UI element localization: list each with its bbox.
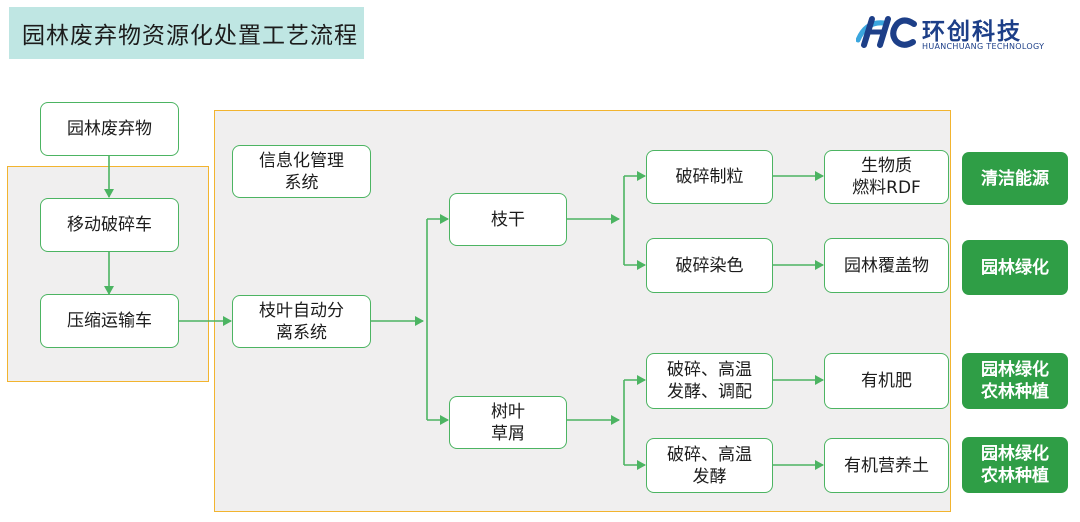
node-compress-truck: 压缩运输车: [40, 294, 179, 348]
node-mobile-crusher: 移动破碎车: [40, 198, 179, 252]
node-waste: 园林废弃物: [40, 102, 179, 156]
node-nutrient-soil: 有机营养土: [824, 438, 949, 493]
node-crush-ferment: 破碎、高温 发酵: [646, 438, 773, 493]
outcome-greening-farming-1: 园林绿化 农林种植: [962, 353, 1068, 409]
node-leaves: 树叶 草屑: [449, 396, 567, 449]
node-crush-ferment-blend: 破碎、高温 发酵、调配: [646, 353, 773, 409]
node-info-system: 信息化管理 系统: [232, 145, 371, 198]
logo-name-en: HUANCHUANG TECHNOLOGY: [922, 42, 1045, 51]
page-title: 园林废弃物资源化处置工艺流程: [9, 7, 364, 59]
outcome-greening-farming-2: 园林绿化 农林种植: [962, 437, 1068, 493]
node-crush-dye: 破碎染色: [646, 238, 773, 293]
node-auto-sort: 枝叶自动分 离系统: [232, 295, 371, 348]
company-logo: 环创科技 HUANCHUANG TECHNOLOGY: [856, 10, 1056, 56]
hc-logo-icon: [856, 16, 917, 48]
outcome-greening: 园林绿化: [962, 240, 1068, 295]
node-mulch: 园林覆盖物: [824, 238, 949, 293]
logo-name-cn: 环创科技: [922, 19, 1022, 45]
node-biomass-rdf: 生物质 燃料RDF: [824, 150, 949, 204]
outcome-clean-energy: 清洁能源: [962, 152, 1068, 205]
node-crush-granulate: 破碎制粒: [646, 150, 773, 204]
node-branch: 枝干: [449, 193, 567, 246]
node-organic-fertilizer: 有机肥: [824, 353, 949, 409]
